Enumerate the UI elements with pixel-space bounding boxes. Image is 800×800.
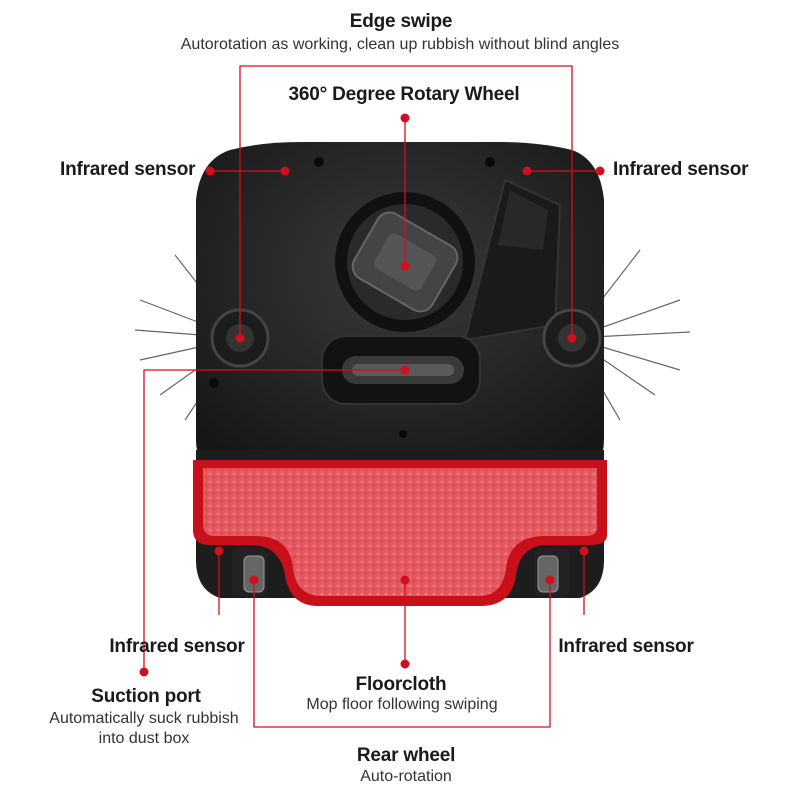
edge-swipe-description: Autorotation as working, clean up rubbis… bbox=[181, 36, 620, 54]
infrared-sensor-bottom-right-label: Infrared sensor bbox=[558, 636, 693, 658]
infrared-sensor-top-left-label: Infrared sensor bbox=[60, 159, 195, 181]
floorcloth-title: Floorcloth bbox=[356, 674, 447, 696]
suction-port-description-line1: Automatically suck rubbish bbox=[49, 710, 238, 728]
infrared-sensor-bottom-left-label: Infrared sensor bbox=[109, 636, 244, 658]
floorcloth-description: Mop floor following swiping bbox=[306, 696, 497, 714]
infrared-sensor-top-right-label: Infrared sensor bbox=[613, 159, 748, 181]
suction-port-description-line2: into dust box bbox=[99, 730, 190, 748]
left-rear-wheel bbox=[232, 548, 268, 596]
edge-swipe-title: Edge swipe bbox=[350, 11, 453, 33]
rear-wheel-description: Auto-rotation bbox=[360, 768, 452, 786]
rear-wheel-title: Rear wheel bbox=[357, 745, 455, 767]
rotary-wheel-label: 360° Degree Rotary Wheel bbox=[289, 84, 520, 106]
suction-port-title: Suction port bbox=[91, 686, 200, 708]
right-rear-wheel bbox=[534, 548, 570, 596]
